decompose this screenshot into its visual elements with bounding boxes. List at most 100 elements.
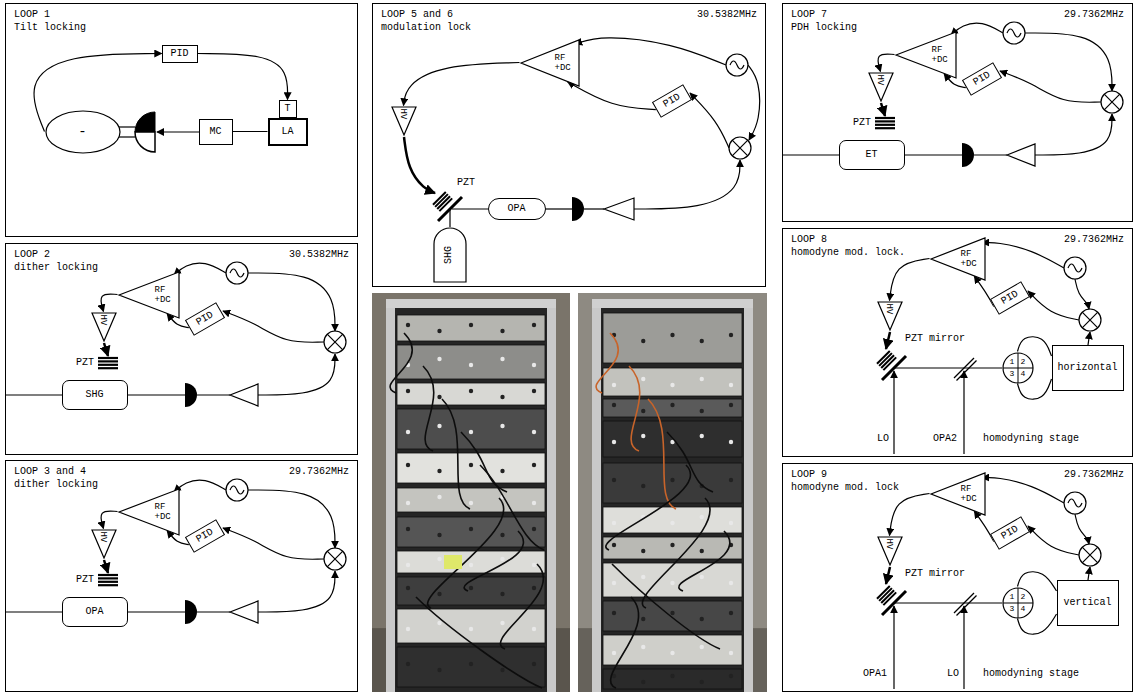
beamsplitter-symbol [957,596,977,616]
signal-wire [634,160,740,209]
photo-background [578,293,767,692]
node-label: MC [209,126,221,138]
instrument-knob [670,478,674,482]
connector [890,259,930,301]
panel-title: modulation lock [381,22,471,34]
mixer-symbol [1101,91,1123,113]
rack-instrument [603,368,742,396]
circle-outline [1003,353,1033,383]
beam-line [128,394,185,395]
node-label: PID [170,48,188,60]
rack-instrument [603,601,742,631]
mixer-cross [1104,94,1120,110]
sine-symbol [730,61,744,69]
signal-wire [1035,114,1112,155]
panel-title: LOOP 2 [14,249,50,261]
pzt-stack [875,117,895,119]
instrument-knob [469,389,473,393]
node-label: SHG [443,245,455,263]
sine-symbol [1007,29,1021,37]
rack-post [744,299,753,692]
photo-floor [578,628,767,692]
beam-line [5,394,62,395]
node-label: RF +DC [961,484,981,504]
instrument-knob [670,674,674,678]
amplifier-symbol [1007,144,1035,166]
instrument-knob [406,563,410,567]
pzt-stack [875,124,895,126]
node-label: T [284,103,290,115]
instrument-knob [700,575,704,579]
beam-line [449,210,450,227]
loop-panel: LOOP 2dither locking30.5382MHzRF +DCPIDH… [5,243,358,455]
quadrant-divider [1003,588,1033,618]
rack-instrument [397,453,545,483]
panel-title: LOOP 9 [791,469,827,481]
instrument-knob [670,581,674,585]
pzt-stack [875,120,895,122]
triangle-outline [92,530,116,558]
hv-drive-line [104,343,108,356]
node-label: HV [399,108,409,119]
pzt-stack [877,586,890,599]
instrument-knob [532,463,536,467]
pzt-stack [98,367,118,369]
rf-dc-amplifier: RF +DC [930,472,986,516]
panel-title: dither locking [14,479,98,491]
amplifier-symbol [230,601,258,623]
instrument-knob [641,549,645,553]
node-label: LA [281,126,293,138]
instrument-knob [700,617,704,621]
pid-box: PID [162,45,198,63]
cable [596,333,618,393]
instrument-knob [500,329,504,333]
cable [667,432,713,492]
instrument-knob [612,521,616,525]
instrument-knob [437,557,441,561]
instrument-knob [469,586,473,590]
ellipse-outline [46,111,120,153]
instrument-knob [700,377,704,381]
instrument-knob [532,563,536,567]
rack-instrument [397,551,545,573]
quadrant-number: 2 [1021,593,1026,601]
mixer-symbol [324,548,346,570]
cable [442,399,470,509]
signal-wire [1075,514,1089,544]
node-label: RF +DC [155,502,175,522]
et-box: ET [839,140,905,170]
signal-wire [197,394,230,395]
quadrant-number: 3 [1010,605,1015,613]
signal-wire [1028,291,1079,320]
frequency-label: 29.7362MHz [1064,9,1124,21]
instrument-knob [700,515,704,519]
beam-line [452,208,488,209]
signal-wire [575,38,726,65]
mixer-cross [327,551,343,567]
connector [101,294,117,311]
instrument-knob [437,495,441,499]
instrument-knob [406,389,410,393]
instrument-knob [406,586,410,590]
beam-line [893,606,894,689]
rack-instrument [603,313,742,363]
instrument-knob [437,621,441,625]
temperature-box: T [279,100,297,118]
node-label: OPA [507,203,525,215]
signal-wire [258,354,335,395]
instrument-knob [729,674,733,678]
signal-wire [119,136,135,137]
oscillator-symbol [1064,492,1086,514]
triangle-outline [896,32,956,78]
instrument-knob [700,645,704,649]
cable [679,531,730,591]
illustration [5,22,1123,692]
cable [461,432,507,492]
hv-amplifier: HV [877,301,903,331]
cable [610,597,638,688]
instrument-knob [469,563,473,567]
node-label: PID [194,526,216,545]
instrument-knob [612,440,616,444]
node-label: HV [876,74,886,85]
